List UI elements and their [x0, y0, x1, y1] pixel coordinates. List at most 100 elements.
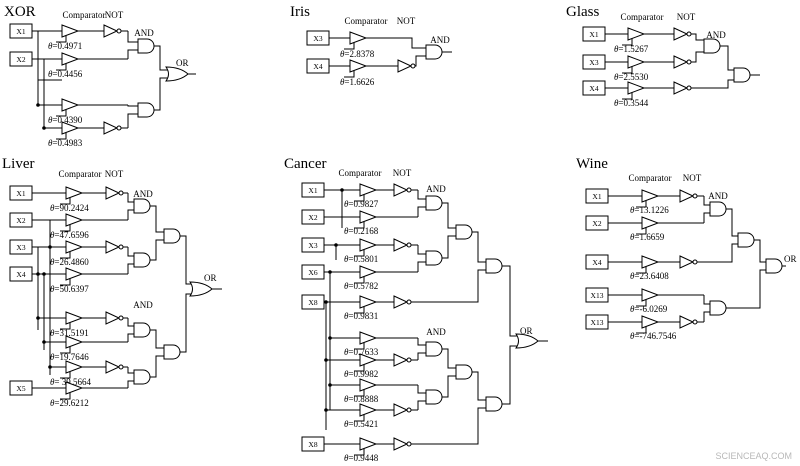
comparator-header: Comparator [621, 12, 664, 22]
theta-symbol: θ [340, 49, 345, 59]
comparator-header: Comparator [629, 173, 672, 183]
wire [720, 45, 734, 71]
comparator-gate [349, 31, 368, 45]
wire [691, 51, 704, 63]
wire [502, 345, 518, 405]
not-bubble [116, 28, 122, 34]
wire [703, 311, 710, 322]
wire [703, 295, 710, 305]
wire [442, 348, 456, 369]
threshold-stub [636, 326, 647, 334]
junction-dot [324, 408, 328, 412]
wire [127, 49, 138, 59]
equals-sign: = [54, 257, 59, 267]
threshold-value: 26.4860 [60, 257, 90, 267]
threshold-stub [354, 448, 365, 456]
not-gate [393, 353, 409, 367]
equals-sign: = [618, 44, 623, 54]
wire [417, 245, 426, 255]
input-label: X13 [591, 291, 604, 300]
or-gate [189, 281, 213, 297]
input-box: X3 [582, 54, 606, 70]
not-bubble [692, 193, 698, 199]
threshold-value: 0.2168 [354, 226, 379, 236]
not-gate [105, 311, 121, 325]
and-gate [709, 300, 727, 316]
theta-symbol: θ [48, 138, 53, 148]
threshold-value: 0.8888 [354, 394, 379, 404]
or-label: OR [204, 273, 217, 283]
input-box: X4 [582, 80, 606, 96]
threshold-value: 0.9448 [354, 453, 379, 463]
threshold-value: 47.6596 [60, 230, 90, 240]
and-gate [163, 228, 181, 244]
not-gate [105, 360, 121, 374]
wire [180, 293, 192, 353]
threshold-label: θ=0.5421 [344, 419, 378, 429]
input-label: X6 [308, 268, 317, 277]
input-box: X2 [9, 212, 33, 228]
comparator-gate [641, 216, 660, 230]
junction-dot [328, 336, 332, 340]
and-gate [425, 250, 443, 266]
comparator-gate [65, 213, 84, 227]
equals-sign: = [344, 49, 349, 59]
threshold-stub [344, 42, 355, 50]
threshold-value: 0.5421 [354, 419, 379, 429]
not-gate [393, 295, 409, 309]
threshold-value: 19.7646 [60, 352, 90, 362]
input-label: X4 [592, 258, 601, 267]
threshold-stub [344, 70, 355, 78]
comparator-gate [627, 27, 646, 41]
wire [415, 55, 426, 67]
threshold-label: θ=26.4860 [50, 257, 89, 267]
junction-dot [328, 383, 332, 387]
and-gate [425, 341, 443, 357]
not-gate [105, 240, 121, 254]
threshold-label: θ=0.9448 [344, 453, 379, 463]
threshold-value: 39.5664 [60, 377, 92, 387]
input-label: X1 [16, 189, 25, 198]
not-bubble [118, 190, 124, 196]
equals-sign: = [634, 331, 639, 341]
not-gate [673, 27, 689, 41]
wire [418, 407, 486, 445]
equals-sign: = [54, 284, 59, 294]
threshold-stub [636, 227, 647, 235]
threshold-value: 0.9982 [354, 369, 379, 379]
wire [704, 243, 738, 263]
equals-sign: = [52, 41, 57, 51]
threshold-stub [354, 221, 365, 229]
threshold-stub [622, 38, 633, 46]
and-header: AND [134, 28, 154, 38]
junction-dot [36, 103, 40, 107]
wire [417, 190, 426, 200]
theta-symbol: θ [630, 331, 635, 341]
equals-sign: = [54, 352, 59, 362]
and-gate [733, 67, 751, 83]
wire [691, 33, 704, 41]
threshold-label: θ=13.1226 [630, 205, 669, 215]
theta-symbol: θ [50, 398, 55, 408]
input-label: X8 [308, 298, 317, 307]
not-gate [393, 437, 409, 451]
equals-sign: = [618, 98, 623, 108]
not-gate [397, 59, 413, 73]
not-gate [393, 403, 409, 417]
theta-symbol: θ [48, 69, 53, 79]
threshold-stub [60, 322, 71, 330]
theta-symbol: θ [50, 352, 55, 362]
or-label: OR [176, 58, 189, 68]
and-gate [133, 198, 151, 214]
and-gate [455, 224, 473, 240]
input-box: X2 [9, 51, 33, 67]
not-header: NOT [105, 169, 124, 179]
comparator-header: Comparator [63, 10, 106, 20]
not-bubble [692, 259, 698, 265]
theta-symbol: θ [48, 41, 53, 51]
threshold-value: 1.6659 [640, 232, 665, 242]
threshold-label: θ= 39.5664 [50, 377, 92, 387]
not-gate [673, 55, 689, 69]
